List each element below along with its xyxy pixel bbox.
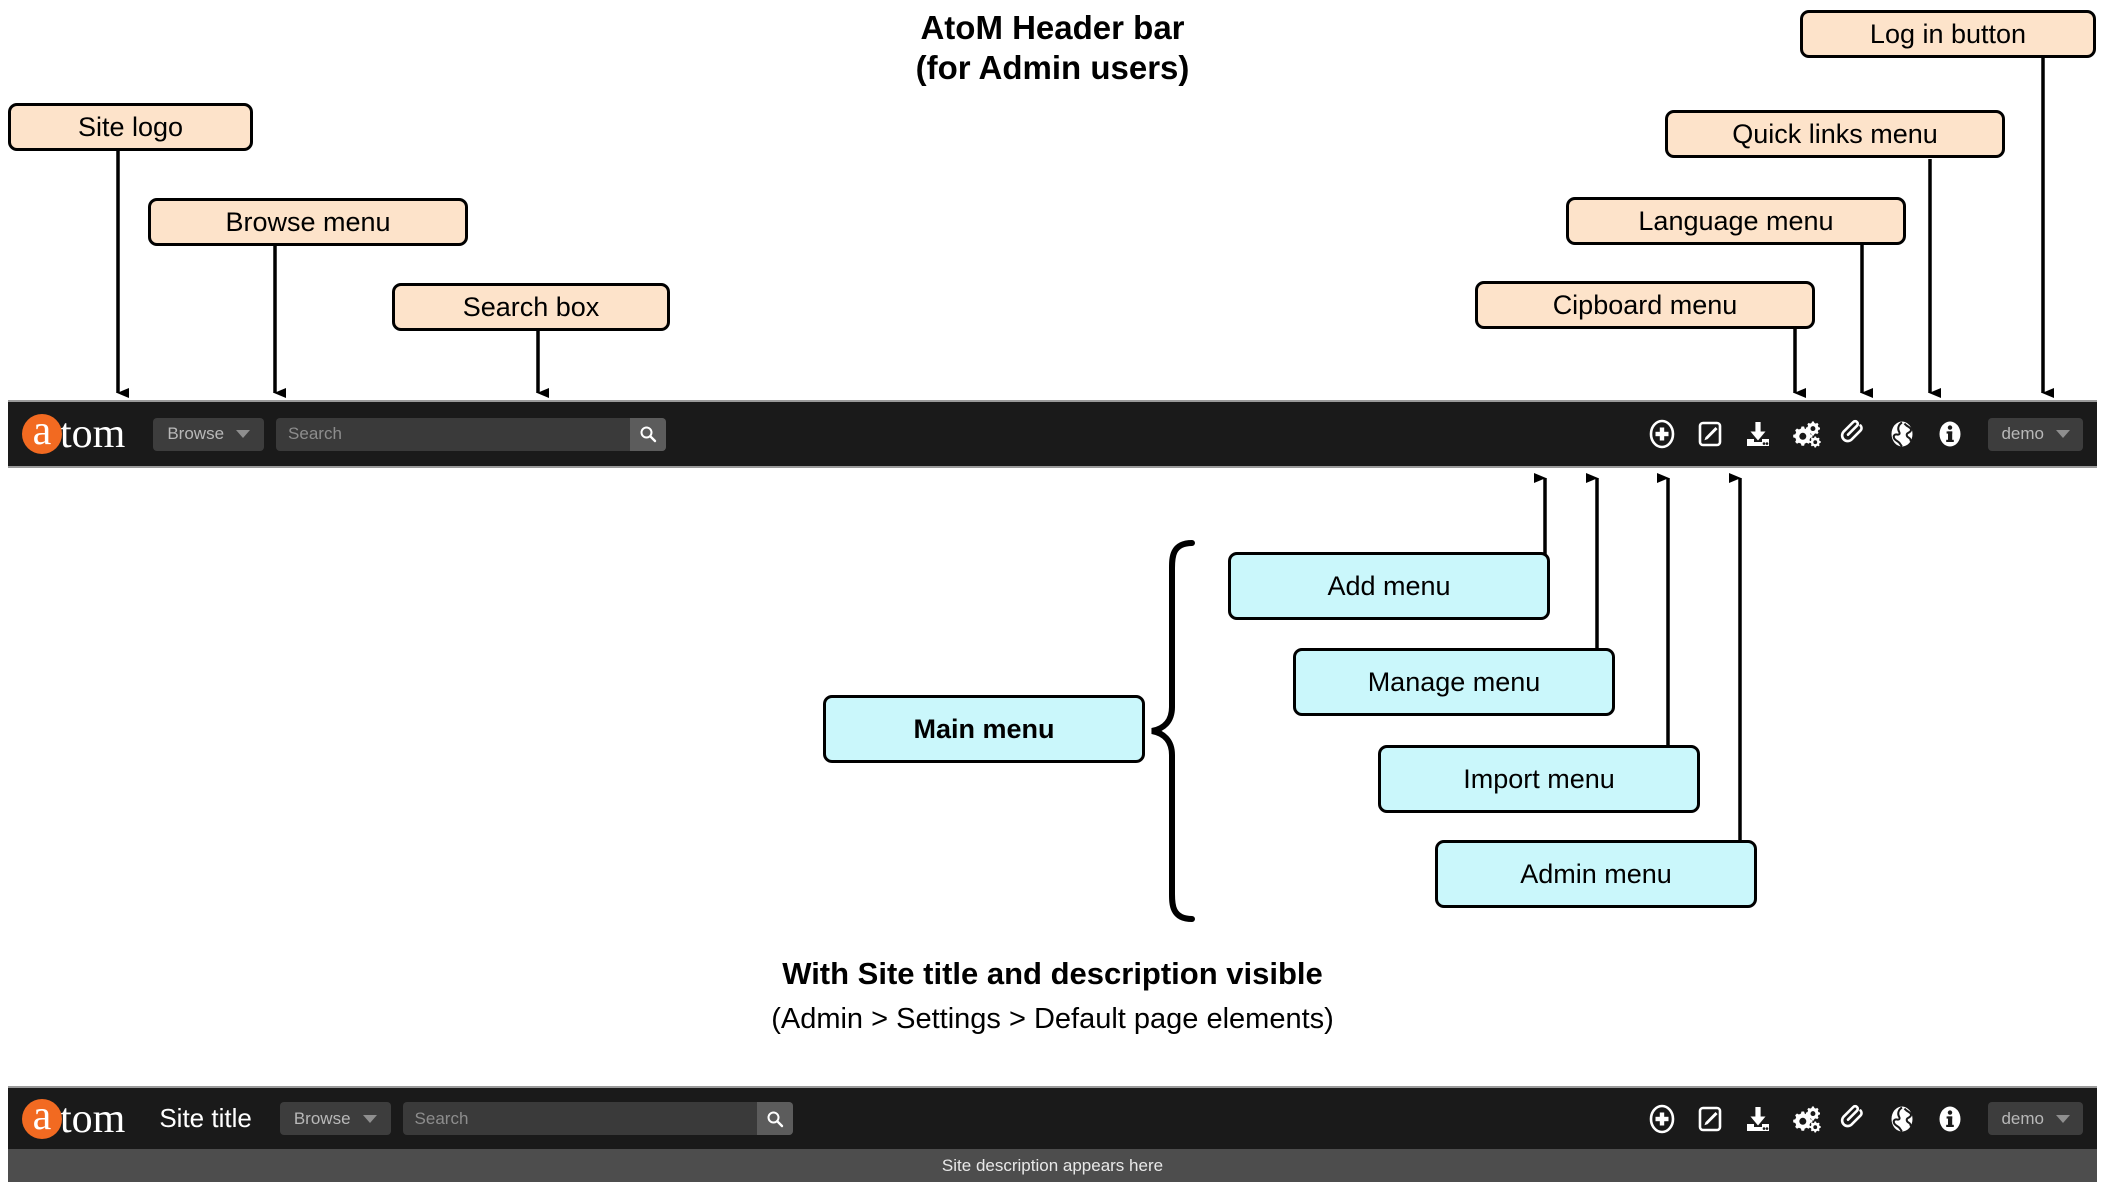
site-title: Site title — [159, 1103, 252, 1133]
callout-main-menu: Main menu — [823, 695, 1145, 763]
import-download-icon[interactable] — [1734, 412, 1782, 456]
login-user-menu-label: demo — [2001, 1108, 2044, 1128]
manage-pencil-icon[interactable] — [1686, 412, 1734, 456]
browse-menu-label: Browse — [293, 1108, 351, 1128]
callout-login-button-label: Log in button — [1869, 18, 2027, 49]
search-icon — [767, 1111, 783, 1127]
header-icon-cluster: demo — [1638, 1097, 2083, 1141]
add-circle-icon[interactable] — [1638, 412, 1686, 456]
chevron-down-icon — [2056, 430, 2070, 438]
import-download-icon[interactable] — [1734, 1097, 1782, 1141]
admin-gears-icon[interactable] — [1782, 1097, 1830, 1141]
page-title-line-1: AtoM Header bar — [920, 9, 1185, 46]
grouping-brace — [1151, 540, 1195, 922]
search-box[interactable] — [402, 1102, 793, 1135]
atom-logo-circle: a — [22, 410, 62, 454]
browse-menu-button[interactable]: Browse — [279, 1102, 391, 1135]
search-icon — [640, 426, 657, 443]
callout-clipboard-menu: Cipboard menu — [1475, 281, 1815, 329]
clipboard-paperclip-icon[interactable] — [1830, 412, 1878, 456]
callout-language-menu-label: Language menu — [1638, 205, 1834, 236]
atom-logo[interactable]: a tom — [22, 1095, 126, 1142]
callout-manage-menu-label: Manage menu — [1367, 666, 1541, 697]
atom-header-bar-admin: a tom Browse — [8, 400, 2097, 468]
browse-menu-button[interactable]: Browse — [153, 417, 265, 451]
section-subtitle: (Admin > Settings > Default page element… — [771, 1003, 1334, 1035]
callout-browse-menu: Browse menu — [148, 198, 468, 246]
callout-quick-links-menu: Quick links menu — [1665, 110, 2005, 158]
callout-main-menu-label: Main menu — [913, 713, 1055, 744]
search-input[interactable] — [276, 423, 631, 445]
language-globe-icon[interactable] — [1878, 1097, 1926, 1141]
callout-search-box-label: Search box — [462, 291, 600, 322]
callout-admin-menu-label: Admin menu — [1520, 858, 1672, 889]
callout-browse-menu-label: Browse menu — [225, 206, 391, 237]
login-user-menu-label: demo — [2001, 424, 2044, 443]
page-title: AtoM Header bar (for Admin users) — [0, 8, 2105, 89]
clipboard-paperclip-icon[interactable] — [1830, 1097, 1878, 1141]
manage-pencil-icon[interactable] — [1686, 1097, 1734, 1141]
callout-add-menu-label: Add menu — [1327, 570, 1451, 601]
quick-links-info-icon[interactable] — [1926, 412, 1974, 456]
atom-logo-letter-a: a — [32, 1092, 52, 1139]
callout-login-button: Log in button — [1800, 10, 2096, 58]
callout-manage-menu: Manage menu — [1293, 648, 1615, 716]
quick-links-info-icon[interactable] — [1926, 1097, 1974, 1141]
atom-logo-letter-a: a — [32, 408, 52, 454]
page-title-line-2: (for Admin users) — [915, 49, 1190, 87]
callout-import-menu-label: Import menu — [1463, 763, 1615, 794]
callout-site-logo-label: Site logo — [77, 111, 184, 142]
search-input[interactable] — [402, 1107, 757, 1130]
search-submit-button[interactable] — [630, 417, 667, 451]
atom-header-bar-with-site-title: a tom Site title Browse — [8, 1086, 2097, 1149]
login-user-menu-button[interactable]: demo — [1988, 1102, 2083, 1135]
chevron-down-icon — [362, 1114, 377, 1123]
callout-language-menu: Language menu — [1566, 197, 1906, 245]
search-box[interactable] — [276, 417, 667, 451]
language-globe-icon[interactable] — [1878, 412, 1926, 456]
site-description-text: Site description appears here — [941, 1155, 1164, 1175]
callout-add-menu: Add menu — [1228, 552, 1550, 620]
login-user-menu-button[interactable]: demo — [1988, 417, 2083, 451]
callout-import-menu: Import menu — [1378, 745, 1700, 813]
atom-logo-text: tom — [60, 1095, 126, 1142]
admin-gears-icon[interactable] — [1782, 412, 1830, 456]
atom-logo-circle: a — [22, 1095, 62, 1139]
section-title: With Site title and description visible — [782, 956, 1323, 991]
atom-logo-text: tom — [60, 411, 126, 457]
callout-quick-links-menu-label: Quick links menu — [1732, 118, 1938, 149]
callout-clipboard-menu-label: Cipboard menu — [1552, 289, 1738, 320]
callout-search-box: Search box — [392, 283, 670, 331]
callout-admin-menu: Admin menu — [1435, 840, 1757, 908]
site-description-bar: Site description appears here — [8, 1149, 2097, 1182]
add-circle-icon[interactable] — [1638, 1097, 1686, 1141]
chevron-down-icon — [2056, 1114, 2070, 1123]
callout-site-logo: Site logo — [8, 103, 253, 151]
search-submit-button[interactable] — [756, 1102, 793, 1135]
chevron-down-icon — [236, 430, 251, 438]
header-icon-cluster: demo — [1638, 412, 2083, 456]
browse-menu-label: Browse — [167, 424, 225, 443]
atom-logo[interactable]: a tom — [22, 410, 126, 457]
